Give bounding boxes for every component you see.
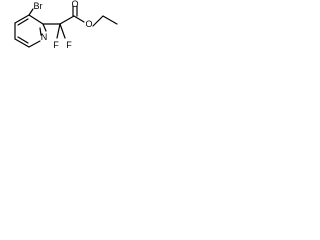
bond-c1-br (28, 8, 34, 16)
ring-bond-c1-c2-inner (17, 18, 29, 26)
ring-bond-c1-c2 (14, 14, 30, 24)
fluorine-right-label: F (66, 40, 72, 50)
bond-ch2-ch3 (102, 15, 118, 25)
bond-ester-o-ch2 (92, 15, 104, 27)
molecule-structure-diagram: Br N F F O O (14, 0, 118, 50)
atom-labels-group: Br N F F O O (34, 0, 93, 50)
bromine-label: Br (34, 1, 43, 11)
bond-cf2-carbonyl (59, 15, 75, 25)
ring-bond-n-c6 (42, 23, 47, 32)
ring-bond-c3-c4 (14, 38, 30, 48)
carbonyl-oxygen-label: O (71, 0, 78, 9)
ring-bond-c3-c4-inner (17, 36, 29, 44)
bonds-group (14, 5, 118, 48)
bond-cf2-f-left (56, 23, 61, 39)
pyridine-nitrogen-label: N (41, 32, 48, 42)
fluorine-left-label: F (53, 40, 59, 50)
ring-bond-n-c6-inner (39, 27, 42, 36)
ring-bond-c6-c1 (28, 14, 44, 25)
bond-cf2-f-right (59, 23, 66, 39)
ring-bond-c4-n (28, 40, 41, 48)
ester-oxygen-label: O (85, 19, 92, 29)
bond-carbonyl-ester-o (73, 15, 85, 23)
